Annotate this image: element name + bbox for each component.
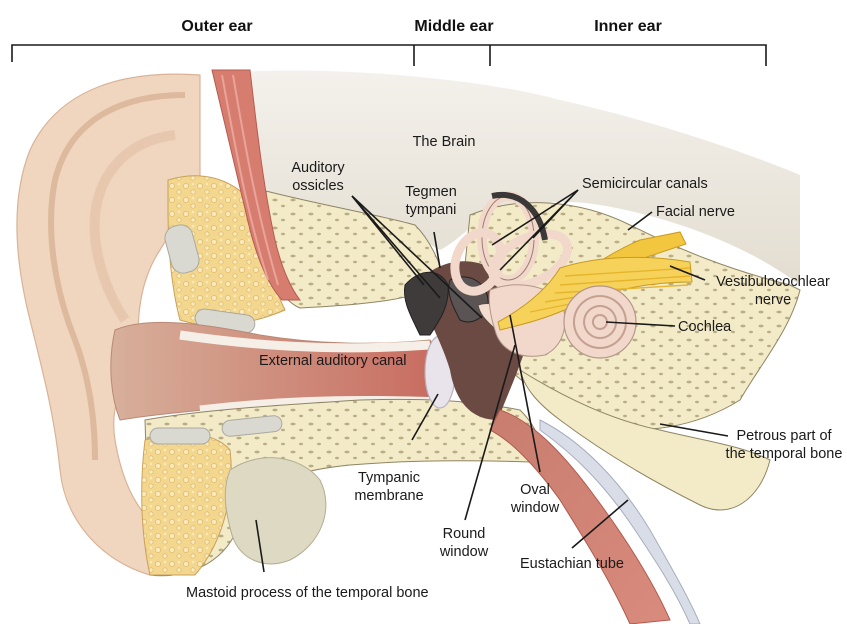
section-title-inner-ear: Inner ear xyxy=(594,18,662,35)
label-external-auditory-canal: External auditory canal xyxy=(259,353,407,369)
label-petrous-line1: Petrous part of xyxy=(736,428,832,444)
label-oval-window-line2: window xyxy=(510,500,560,516)
section-title-outer-ear: Outer ear xyxy=(181,18,252,35)
bracket-line xyxy=(12,45,766,66)
label-tegmen-tympani-line1: Tegmen xyxy=(405,184,457,200)
bone-lump-1 xyxy=(150,428,210,444)
label-tympanic-line2: membrane xyxy=(354,488,423,504)
label-vestibulocochlear-line2: nerve xyxy=(755,292,791,308)
label-oval-window-line1: Oval xyxy=(520,482,550,498)
label-semicircular-canals: Semicircular canals xyxy=(582,176,708,192)
label-the-brain: The Brain xyxy=(413,134,476,150)
label-facial-nerve: Facial nerve xyxy=(656,204,735,220)
label-cochlea: Cochlea xyxy=(678,319,732,335)
label-mastoid-process: Mastoid process of the temporal bone xyxy=(186,585,429,601)
label-tympanic-line1: Tympanic xyxy=(358,470,420,486)
label-tegmen-tympani-line2: tympani xyxy=(406,202,457,218)
label-auditory-ossicles-line2: ossicles xyxy=(292,178,344,194)
label-eustachian-tube: Eustachian tube xyxy=(520,556,624,572)
label-petrous-line2: the temporal bone xyxy=(726,446,843,462)
label-round-window-line1: Round xyxy=(443,526,486,542)
label-vestibulocochlear-line1: Vestibulocochlear xyxy=(716,274,830,290)
label-auditory-ossicles-line1: Auditory xyxy=(291,160,345,176)
section-title-middle-ear: Middle ear xyxy=(414,18,493,35)
label-round-window-line2: window xyxy=(439,544,489,560)
section-brackets xyxy=(12,45,766,66)
mastoid-process xyxy=(225,458,326,564)
cochlea xyxy=(564,286,636,358)
